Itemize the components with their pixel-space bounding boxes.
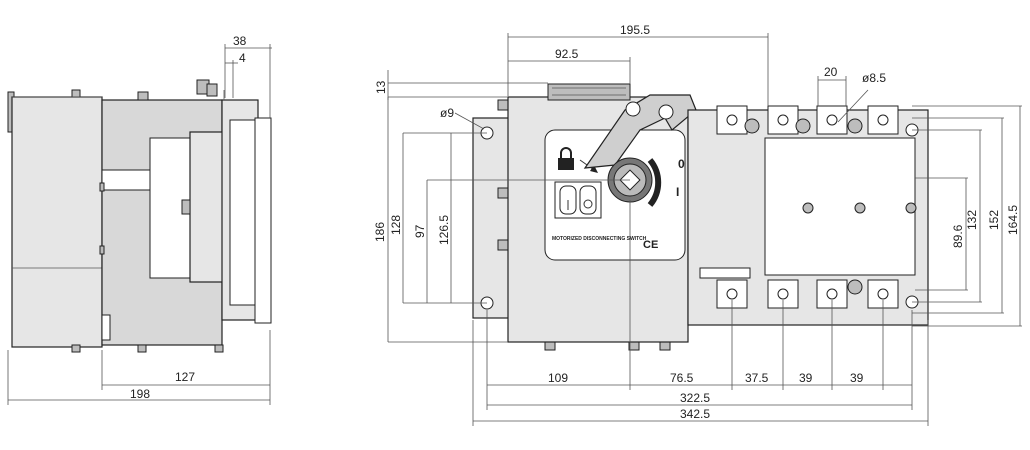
dim-side-198: 198 xyxy=(130,387,150,401)
dim-39-b: 39 xyxy=(850,371,864,385)
dim-195-5: 195.5 xyxy=(620,23,650,37)
operating-handle-icon[interactable] xyxy=(583,94,697,169)
dim-37-5: 37.5 xyxy=(745,371,769,385)
dim-97: 97 xyxy=(413,224,427,238)
dim-dia-9: ø9 xyxy=(440,106,454,120)
side-shaft xyxy=(101,169,151,191)
dim-39-a: 39 xyxy=(799,371,813,385)
ce-mark-icon: CE xyxy=(643,239,658,251)
side-body-left xyxy=(11,96,103,348)
front-view: 0 I MOTORIZED DISCONNECTING SWITCH CE xyxy=(373,23,1022,426)
dim-89-6: 89.6 xyxy=(951,224,965,248)
switch-front-cover xyxy=(764,137,916,276)
panel-label: MOTORIZED DISCONNECTING SWITCH xyxy=(552,236,647,242)
bottom-terminals xyxy=(716,279,919,309)
dim-side-38: 38 xyxy=(233,34,247,48)
dim-side-4: 4 xyxy=(239,51,246,65)
dim-322-5: 322.5 xyxy=(680,391,710,405)
dim-76-5: 76.5 xyxy=(670,371,694,385)
dim-13: 13 xyxy=(374,80,388,94)
dim-109: 109 xyxy=(548,371,568,385)
dim-20: 20 xyxy=(824,65,838,79)
top-connector xyxy=(547,83,631,101)
dim-186: 186 xyxy=(373,222,387,242)
pos-0-label: 0 xyxy=(678,157,685,171)
connector-pins xyxy=(552,87,626,96)
dim-128: 128 xyxy=(389,215,403,235)
dim-152: 152 xyxy=(987,210,1001,230)
dim-164-5: 164.5 xyxy=(1006,205,1020,235)
top-terminals xyxy=(716,105,919,137)
pos-1-label: I xyxy=(676,185,679,199)
dim-342-5: 342.5 xyxy=(680,407,710,421)
side-view: 38 4 127 198 xyxy=(7,34,272,405)
dim-dia-8-5: ø8.5 xyxy=(862,71,886,85)
dim-132: 132 xyxy=(965,210,979,230)
padlock-icon xyxy=(558,147,574,170)
dim-92-5: 92.5 xyxy=(555,47,579,61)
status-indicator xyxy=(554,181,602,219)
dim-126-5: 126.5 xyxy=(437,215,451,245)
dim-side-127: 127 xyxy=(175,370,195,384)
